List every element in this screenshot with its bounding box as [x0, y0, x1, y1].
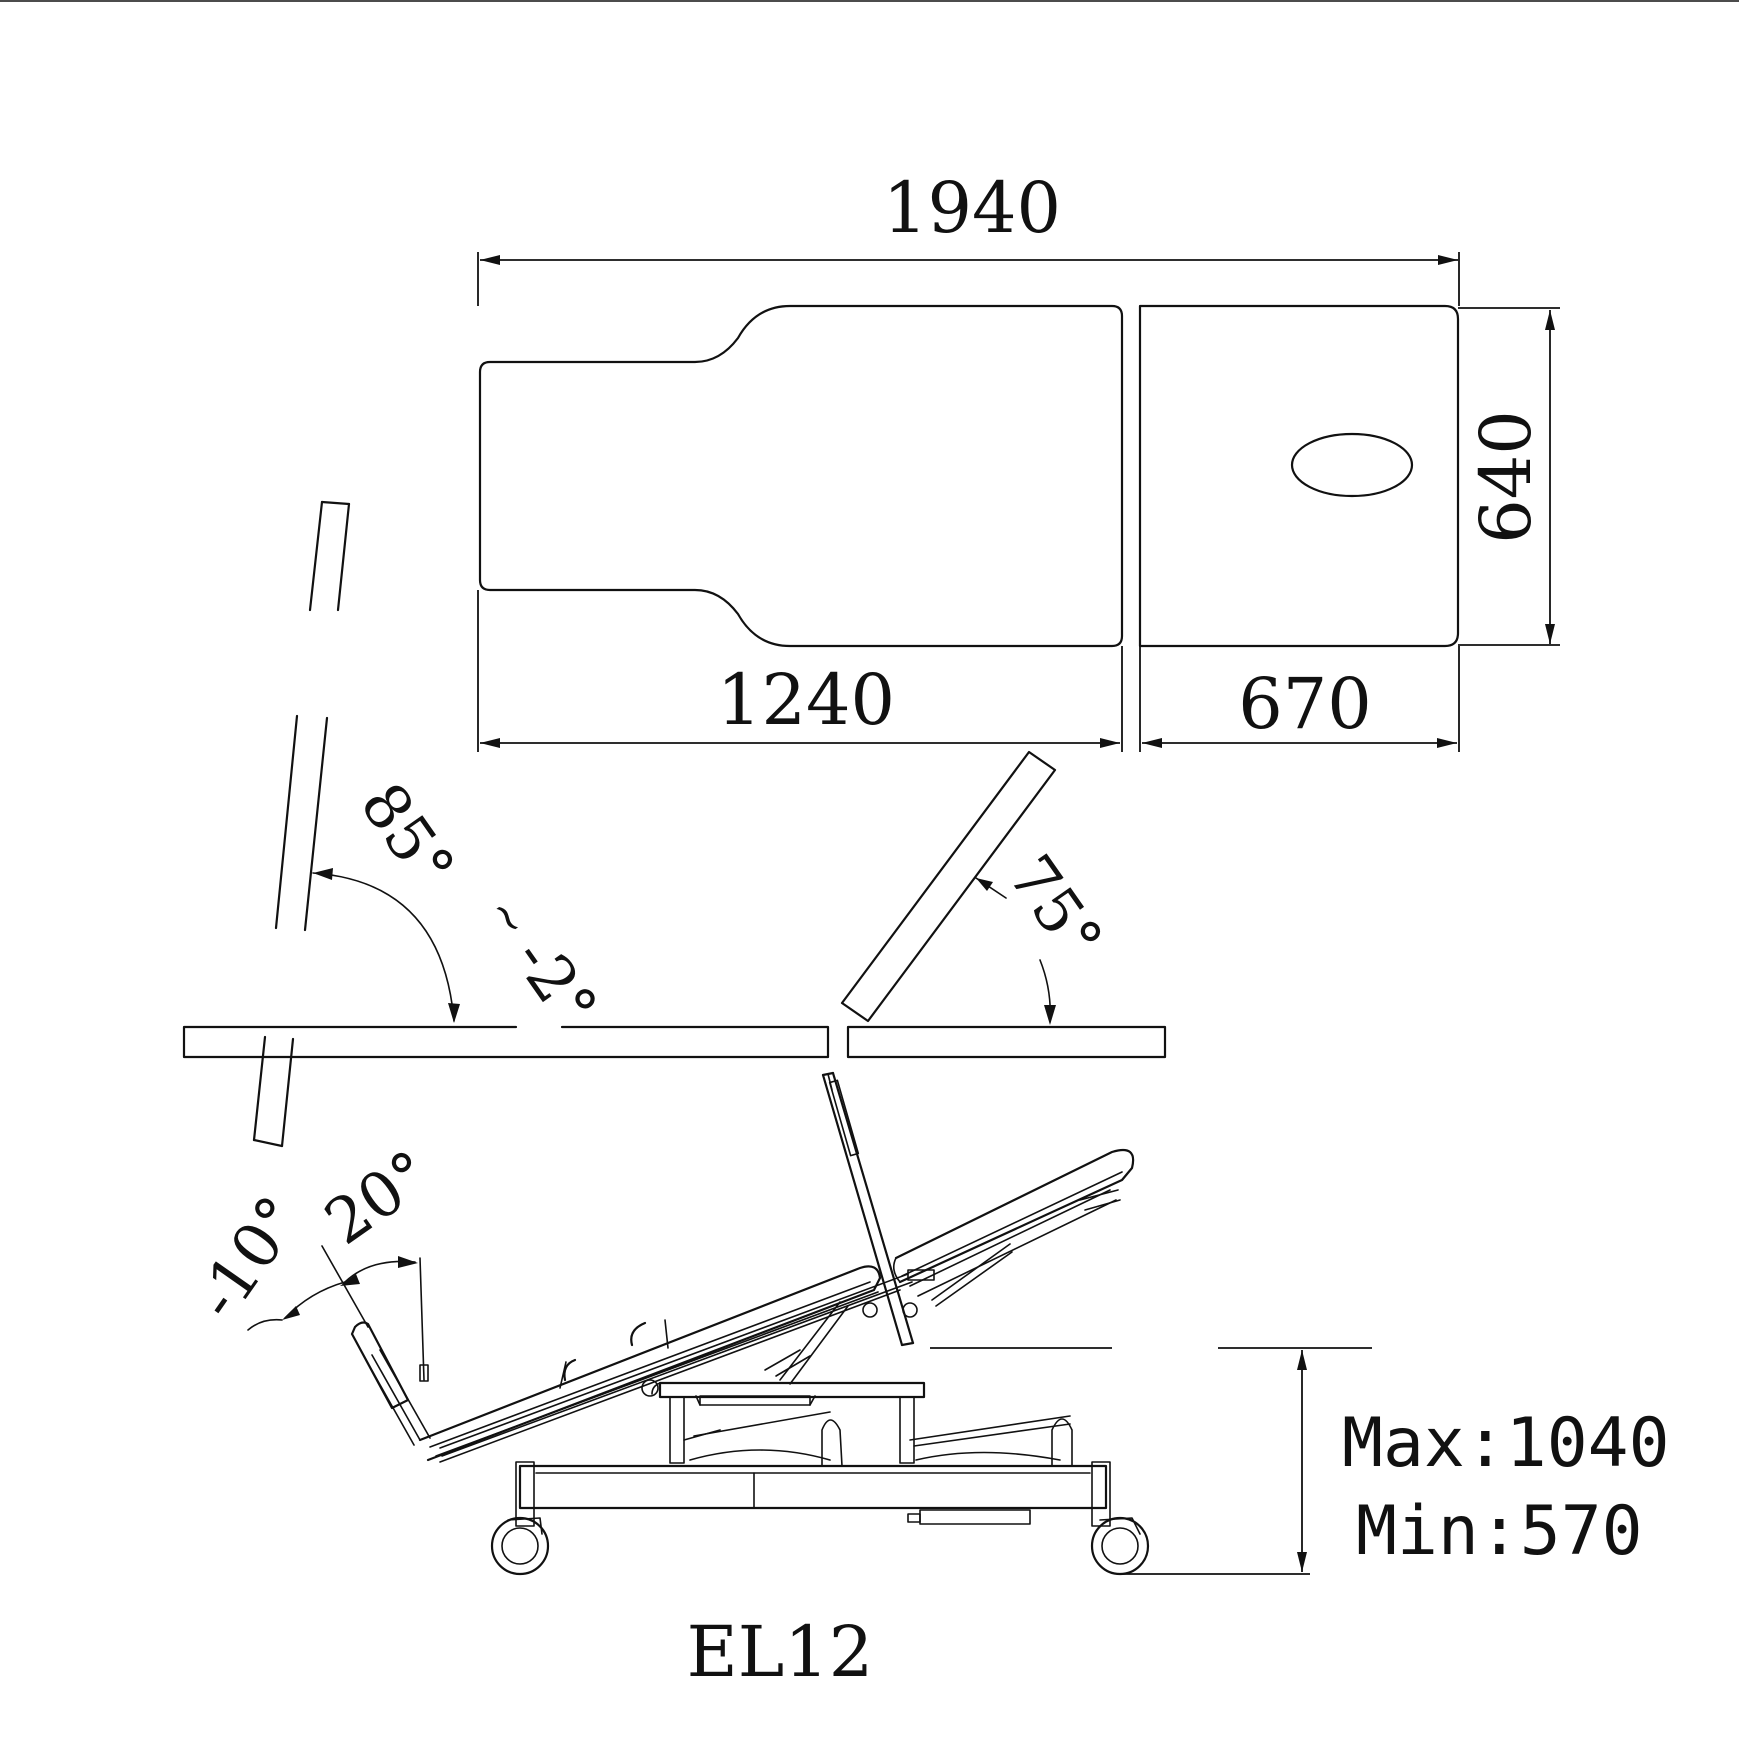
body-section-outline [478, 304, 1124, 648]
arrowhead [1100, 738, 1120, 748]
head-board [846, 1025, 1167, 1059]
dimension-body-length [477, 590, 1123, 752]
body-board [182, 1025, 830, 1059]
backrest-angle-arc [312, 872, 455, 1022]
min-height-label: Min:570 [1356, 1492, 1643, 1571]
arrowhead [448, 1003, 460, 1023]
head-section-outline [1138, 304, 1460, 648]
arrowhead [340, 1274, 360, 1286]
arrowhead [282, 1306, 300, 1320]
arrowhead [976, 878, 993, 891]
base-frame [515, 1461, 1111, 1527]
backrest-lowered [252, 1035, 295, 1148]
arrowhead [1545, 310, 1555, 330]
overall-length-label: 1940 [883, 167, 1061, 249]
leg-angle-max-label: 20° [312, 1136, 444, 1259]
face-hole [1290, 432, 1414, 498]
height-dimension [930, 1347, 1372, 1575]
headrest-angle-label: 75° [994, 842, 1117, 974]
overall-width-label: 640 [1465, 410, 1547, 544]
leg-section [350, 1321, 431, 1446]
arrowhead [480, 255, 500, 265]
backrest-angle-label: 85° [346, 770, 469, 902]
arrowhead [1044, 1005, 1056, 1025]
body-length-label: 1240 [717, 659, 895, 741]
lift-columns [669, 1396, 1073, 1467]
joint [902, 1302, 918, 1318]
arrowhead [1437, 738, 1457, 748]
casters [490, 1516, 1150, 1576]
backrest-raised [274, 500, 351, 932]
max-height-label: Max:1040 [1342, 1404, 1670, 1483]
backrest-cushion [892, 1148, 1135, 1307]
seat-platform [651, 1381, 926, 1406]
model-label: EL12 [687, 1611, 874, 1693]
dimension-head-length [1139, 646, 1460, 752]
arrowhead [1438, 255, 1458, 265]
joint [862, 1302, 878, 1318]
seat-cushion [418, 1265, 901, 1463]
arrowhead [1545, 624, 1555, 644]
headrest-raised [840, 750, 1057, 1023]
joint [641, 1379, 659, 1397]
arrowhead [1142, 738, 1162, 748]
backrest-angle-min-label: -2° [499, 924, 611, 1041]
head-length-label: 670 [1238, 663, 1372, 745]
arrowhead [398, 1256, 418, 1268]
backrest-angle-separator: ~ [476, 888, 539, 947]
backrest-upright [821, 1071, 915, 1347]
arrowhead [480, 738, 500, 748]
arrowhead [313, 868, 333, 880]
dimension-overall-width [1458, 307, 1560, 646]
leg-angle-guides [247, 1245, 425, 1381]
seat-frame [439, 1269, 935, 1457]
angle-diagram: 85° ~ -2° 75° [182, 500, 1167, 1148]
arrowhead [1297, 1350, 1307, 1370]
top-view: 1940 640 1240 670 [477, 167, 1560, 752]
arrowhead [1297, 1552, 1307, 1572]
side-view-chair: -10° 20° [181, 1071, 1372, 1576]
dimension-overall-length [477, 252, 1460, 306]
